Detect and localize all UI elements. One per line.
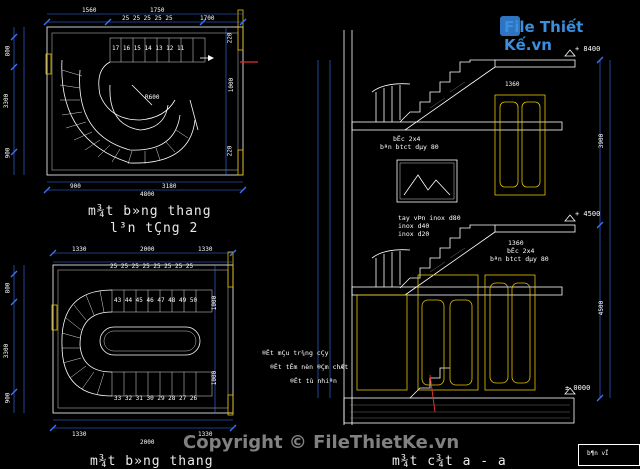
bottom-right-dim-2: 1000 <box>211 370 219 386</box>
top-bottom-dim-1: 900 <box>70 183 81 190</box>
bottom-step-numbers-bottom: 33 32 31 30 29 28 27 26 <box>114 395 198 402</box>
bottom-plan-title: m¾t b»ng thang <box>90 454 214 469</box>
section-a-a <box>317 30 611 425</box>
top-left-dim-3: 900 <box>4 147 12 159</box>
top-dim-1: 1560 <box>82 7 97 14</box>
bottom-dim-top-3: 1330 <box>198 246 213 253</box>
level-ground: ± 0000 <box>565 384 591 392</box>
top-left-dim-1: 800 <box>4 45 12 57</box>
note-upper-2: bªn btct dµy 80 <box>380 143 439 151</box>
bottom-left-dim-1: 800 <box>4 282 12 294</box>
logo-text: File Thiết Kế.vn <box>504 18 584 54</box>
site-logo[interactable]: File Thiết Kế.vn <box>500 13 630 54</box>
watermark: Copyright © FileThietKe.vn <box>183 432 460 453</box>
note-left-1: ®Ët mÇu tr¾ng cÇy <box>262 349 329 357</box>
section-title: m¾t c¾t a - a <box>392 454 507 469</box>
top-right-dim-3: 1000 <box>228 77 236 93</box>
top-step-numbers: 17 16 15 14 13 12 11 <box>112 45 185 52</box>
bottom-left-dim-3: 900 <box>4 392 12 404</box>
bottom-step-numbers-top: 43 44 45 46 47 48 49 50 <box>114 297 198 304</box>
logo-box-icon <box>500 16 520 36</box>
top-plan-title-1: m¾t b»ng thang <box>88 204 212 219</box>
top-dia-label: R600 <box>145 94 160 101</box>
bottom-left-dim-2: 3300 <box>3 343 11 359</box>
note-mid-1: tay vÞn inox d80 <box>398 214 461 222</box>
bottom-dim-top-2: 2000 <box>140 246 155 253</box>
note-mid-right-1: bËc 2x4 <box>507 247 535 255</box>
top-right-dim-2: 220 <box>226 145 234 157</box>
top-dim-3: 1700 <box>200 15 215 22</box>
note-mid-2: inox d40 <box>398 222 430 230</box>
bottom-dim-bot-2: 2000 <box>140 439 155 446</box>
bottom-dim-bot-3: 1330 <box>198 431 213 438</box>
top-left-dim-2: 3300 <box>3 93 11 109</box>
section-top-dim: 1360 <box>505 81 520 88</box>
top-plan-title-2: l³n tÇng 2 <box>110 221 199 236</box>
level-top: + 8400 <box>575 45 601 53</box>
note-mid-right-3: 1360 <box>508 239 524 247</box>
top-bottom-dim-3: 4800 <box>140 191 155 198</box>
level-mid: + 4500 <box>575 210 601 218</box>
right-dim-lower: 4500 <box>598 300 606 316</box>
right-dim-upper: 3900 <box>598 133 606 149</box>
bottom-step-run-top: 25 25 25 25 25 25 25 25 <box>110 263 194 270</box>
top-right-dim-1: 220 <box>226 32 234 44</box>
bottom-dim-top-1: 1330 <box>72 246 87 253</box>
title-block: b¶n vÏ <box>578 444 640 466</box>
bottom-stair-plan <box>10 249 237 432</box>
note-upper-1: bËc 2x4 <box>393 135 421 143</box>
top-bottom-dim-2: 3180 <box>162 183 177 190</box>
note-mid-right-2: bªn btct dµy 80 <box>490 255 549 263</box>
top-stair-plan <box>10 9 258 194</box>
top-step-run: 25 25 25 25 25 <box>122 15 173 22</box>
bottom-right-dim-1: 1000 <box>211 295 219 311</box>
bottom-dim-bot-1: 1330 <box>72 431 87 438</box>
top-dim-2: 1750 <box>150 7 165 14</box>
title-block-label: b¶n vÏ <box>587 450 609 457</box>
note-left-3: ®Ët tù nhiªn <box>290 377 337 385</box>
note-left-2: ®Ët tÊm nèn ®Çm chÆt <box>270 363 349 371</box>
note-mid-3: inox d20 <box>398 230 430 238</box>
